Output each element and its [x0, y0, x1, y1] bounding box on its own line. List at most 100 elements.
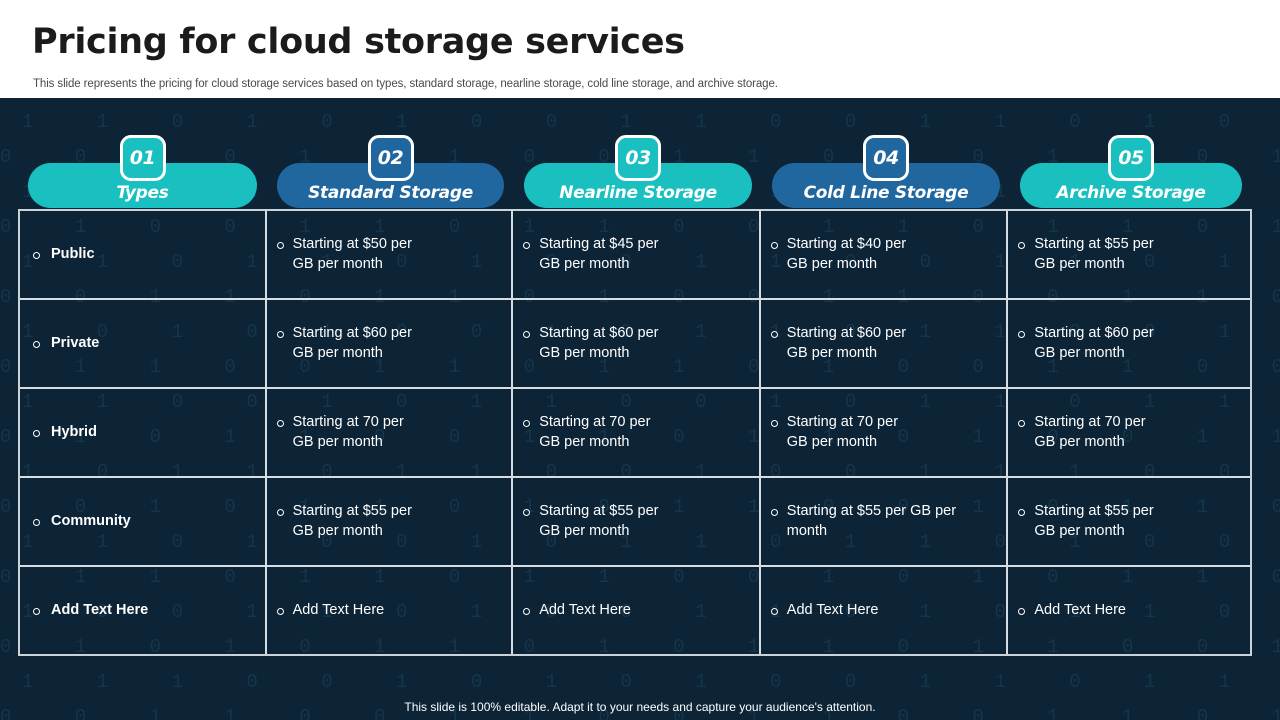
table-cell[interactable]: Add Text Here	[513, 567, 759, 654]
table-cell[interactable]: Starting at $60 per GB per month	[1008, 300, 1250, 389]
table-cell[interactable]: Add Text Here	[1008, 567, 1250, 654]
table-cell-text: Starting at $55 per GB per month	[786, 503, 957, 539]
table-cell[interactable]: Private	[20, 300, 265, 389]
table-cell-text: Add Text Here	[1034, 601, 1126, 618]
circle-bullet-icon	[276, 607, 284, 615]
bullet-line: Starting at $40 per GB per month	[770, 235, 906, 274]
table-cell[interactable]: Community	[20, 478, 265, 567]
bullet-line: Starting at $50 per GB per month	[276, 235, 412, 274]
circle-bullet-icon	[523, 331, 531, 338]
table-cell[interactable]: Starting at 70 per GB per month	[513, 389, 759, 478]
bullet-line: Add Text Here	[276, 601, 385, 621]
step-number-label: 05	[1118, 147, 1144, 169]
column-header-label: Types	[116, 183, 169, 203]
table-cell[interactable]: Starting at $60 per GB per month	[266, 300, 512, 389]
bullet-line: Add Text Here	[1018, 601, 1126, 621]
step-number-label: 01	[129, 147, 156, 169]
table-cell-text: Starting at $45 per GB per month	[539, 236, 659, 272]
circle-bullet-icon	[276, 420, 284, 427]
table-cell[interactable]: Starting at 70 per GB per month	[1008, 389, 1250, 478]
table-cell-text: Private	[51, 334, 100, 351]
bullet-line: Starting at 70 per GB per month	[770, 413, 899, 452]
table-cell[interactable]: Public	[20, 211, 265, 300]
bullet-line: Starting at 70 per GB per month	[523, 413, 650, 452]
column-header-label: Standard Storage	[308, 183, 473, 203]
table-cell[interactable]: Starting at $45 per GB per month	[513, 211, 759, 300]
bullet-line: Starting at $55 per GB per month	[1018, 502, 1154, 541]
table-cell[interactable]: Starting at 70 per GB per month	[760, 389, 1007, 478]
circle-bullet-icon	[770, 331, 778, 338]
page-title: Pricing for cloud storage services	[32, 22, 685, 62]
column-header-label: Archive Storage	[1056, 183, 1206, 203]
circle-bullet-icon	[33, 518, 40, 526]
bullet-line: Public	[33, 245, 95, 265]
bullet-line: Starting at $60 per GB per month	[770, 324, 907, 363]
table-cell-text: Starting at $55 per GB per month	[292, 503, 412, 539]
table-cell-text: Starting at 70 per GB per month	[292, 414, 404, 450]
circle-bullet-icon	[770, 509, 778, 516]
step-number-badge: 02	[367, 135, 414, 181]
table-cell[interactable]: Starting at $55 per GB per month	[513, 478, 759, 567]
table-cell-text: Starting at 70 per GB per month	[786, 414, 899, 450]
circle-bullet-icon	[523, 420, 531, 427]
table-cell-text: Public	[51, 245, 95, 262]
page-subtitle: This slide represents the pricing for cl…	[33, 78, 778, 90]
circle-bullet-icon	[1018, 607, 1026, 615]
table-cell-text: Hybrid	[51, 423, 97, 440]
table-cell-text: Starting at $60 per GB per month	[786, 325, 907, 361]
bullet-line: Add Text Here	[33, 601, 148, 621]
table-cell[interactable]: Add Text Here	[20, 567, 265, 654]
bullet-line: Hybrid	[33, 423, 97, 443]
table-cell[interactable]: Add Text Here	[761, 567, 1007, 654]
table-cell[interactable]: Starting at $55 per GB per month	[760, 478, 1007, 567]
table-cell-text: Starting at $55 per GB per month	[1034, 503, 1154, 539]
table-cell[interactable]: Starting at $55 per GB per month	[1008, 211, 1250, 300]
step-number-badge: 05	[1108, 135, 1154, 181]
circle-bullet-icon	[1018, 420, 1026, 427]
circle-bullet-icon	[33, 340, 40, 348]
table-cell[interactable]: Starting at $55 per GB per month	[266, 478, 512, 567]
step-number-label: 02	[377, 147, 404, 169]
bullet-line: Add Text Here	[770, 601, 878, 621]
table-cell-text: Community	[51, 512, 131, 529]
table-cell[interactable]: Starting at 70 per GB per month	[266, 389, 512, 478]
table-cell[interactable]: Starting at $60 per GB per month	[513, 300, 759, 389]
table-cell[interactable]: Starting at $55 per GB per month	[1008, 478, 1250, 567]
column-header-types[interactable]: Types 01	[28, 135, 257, 208]
circle-bullet-icon	[33, 429, 40, 437]
step-number-badge: 04	[863, 135, 909, 181]
circle-bullet-icon	[770, 607, 778, 615]
circle-bullet-icon	[770, 420, 778, 427]
bullet-line: Starting at $55 per GB per month	[276, 502, 412, 541]
table-cell[interactable]: Starting at $50 per GB per month	[266, 211, 512, 300]
table-cell-text: Add Text Here	[51, 601, 149, 618]
circle-bullet-icon	[523, 242, 531, 249]
circle-bullet-icon	[276, 331, 284, 338]
circle-bullet-icon	[1018, 509, 1026, 516]
column-header-archive-storage[interactable]: Archive Storage 05	[1020, 135, 1242, 208]
circle-bullet-icon	[770, 242, 778, 249]
circle-bullet-icon	[33, 607, 40, 615]
bullet-line: Starting at 70 per GB per month	[276, 413, 404, 452]
table-cell-text: Starting at 70 per GB per month	[539, 414, 651, 450]
bullet-line: Add Text Here	[523, 601, 631, 621]
table-cell[interactable]: Starting at $40 per GB per month	[760, 211, 1007, 300]
table-cell[interactable]: Add Text Here	[267, 567, 512, 654]
circle-bullet-icon	[523, 607, 531, 615]
bullet-line: Starting at $55 per GB per month	[523, 502, 659, 541]
table-cell-text: Starting at $55 per GB per month	[1034, 236, 1154, 272]
circle-bullet-icon	[276, 509, 284, 516]
table-cell[interactable]: Hybrid	[20, 389, 265, 478]
step-number-label: 04	[873, 147, 899, 169]
bullet-line: Starting at 70 per GB per month	[1018, 413, 1146, 452]
table-cell-text: Add Text Here	[292, 601, 385, 618]
bullet-line: Starting at $60 per GB per month	[276, 324, 412, 363]
bullet-line: Starting at $60 per GB per month	[523, 324, 659, 363]
column-header-standard-storage[interactable]: Standard Storage 02	[277, 135, 504, 208]
table-cell[interactable]: Starting at $60 per GB per month	[760, 300, 1007, 389]
